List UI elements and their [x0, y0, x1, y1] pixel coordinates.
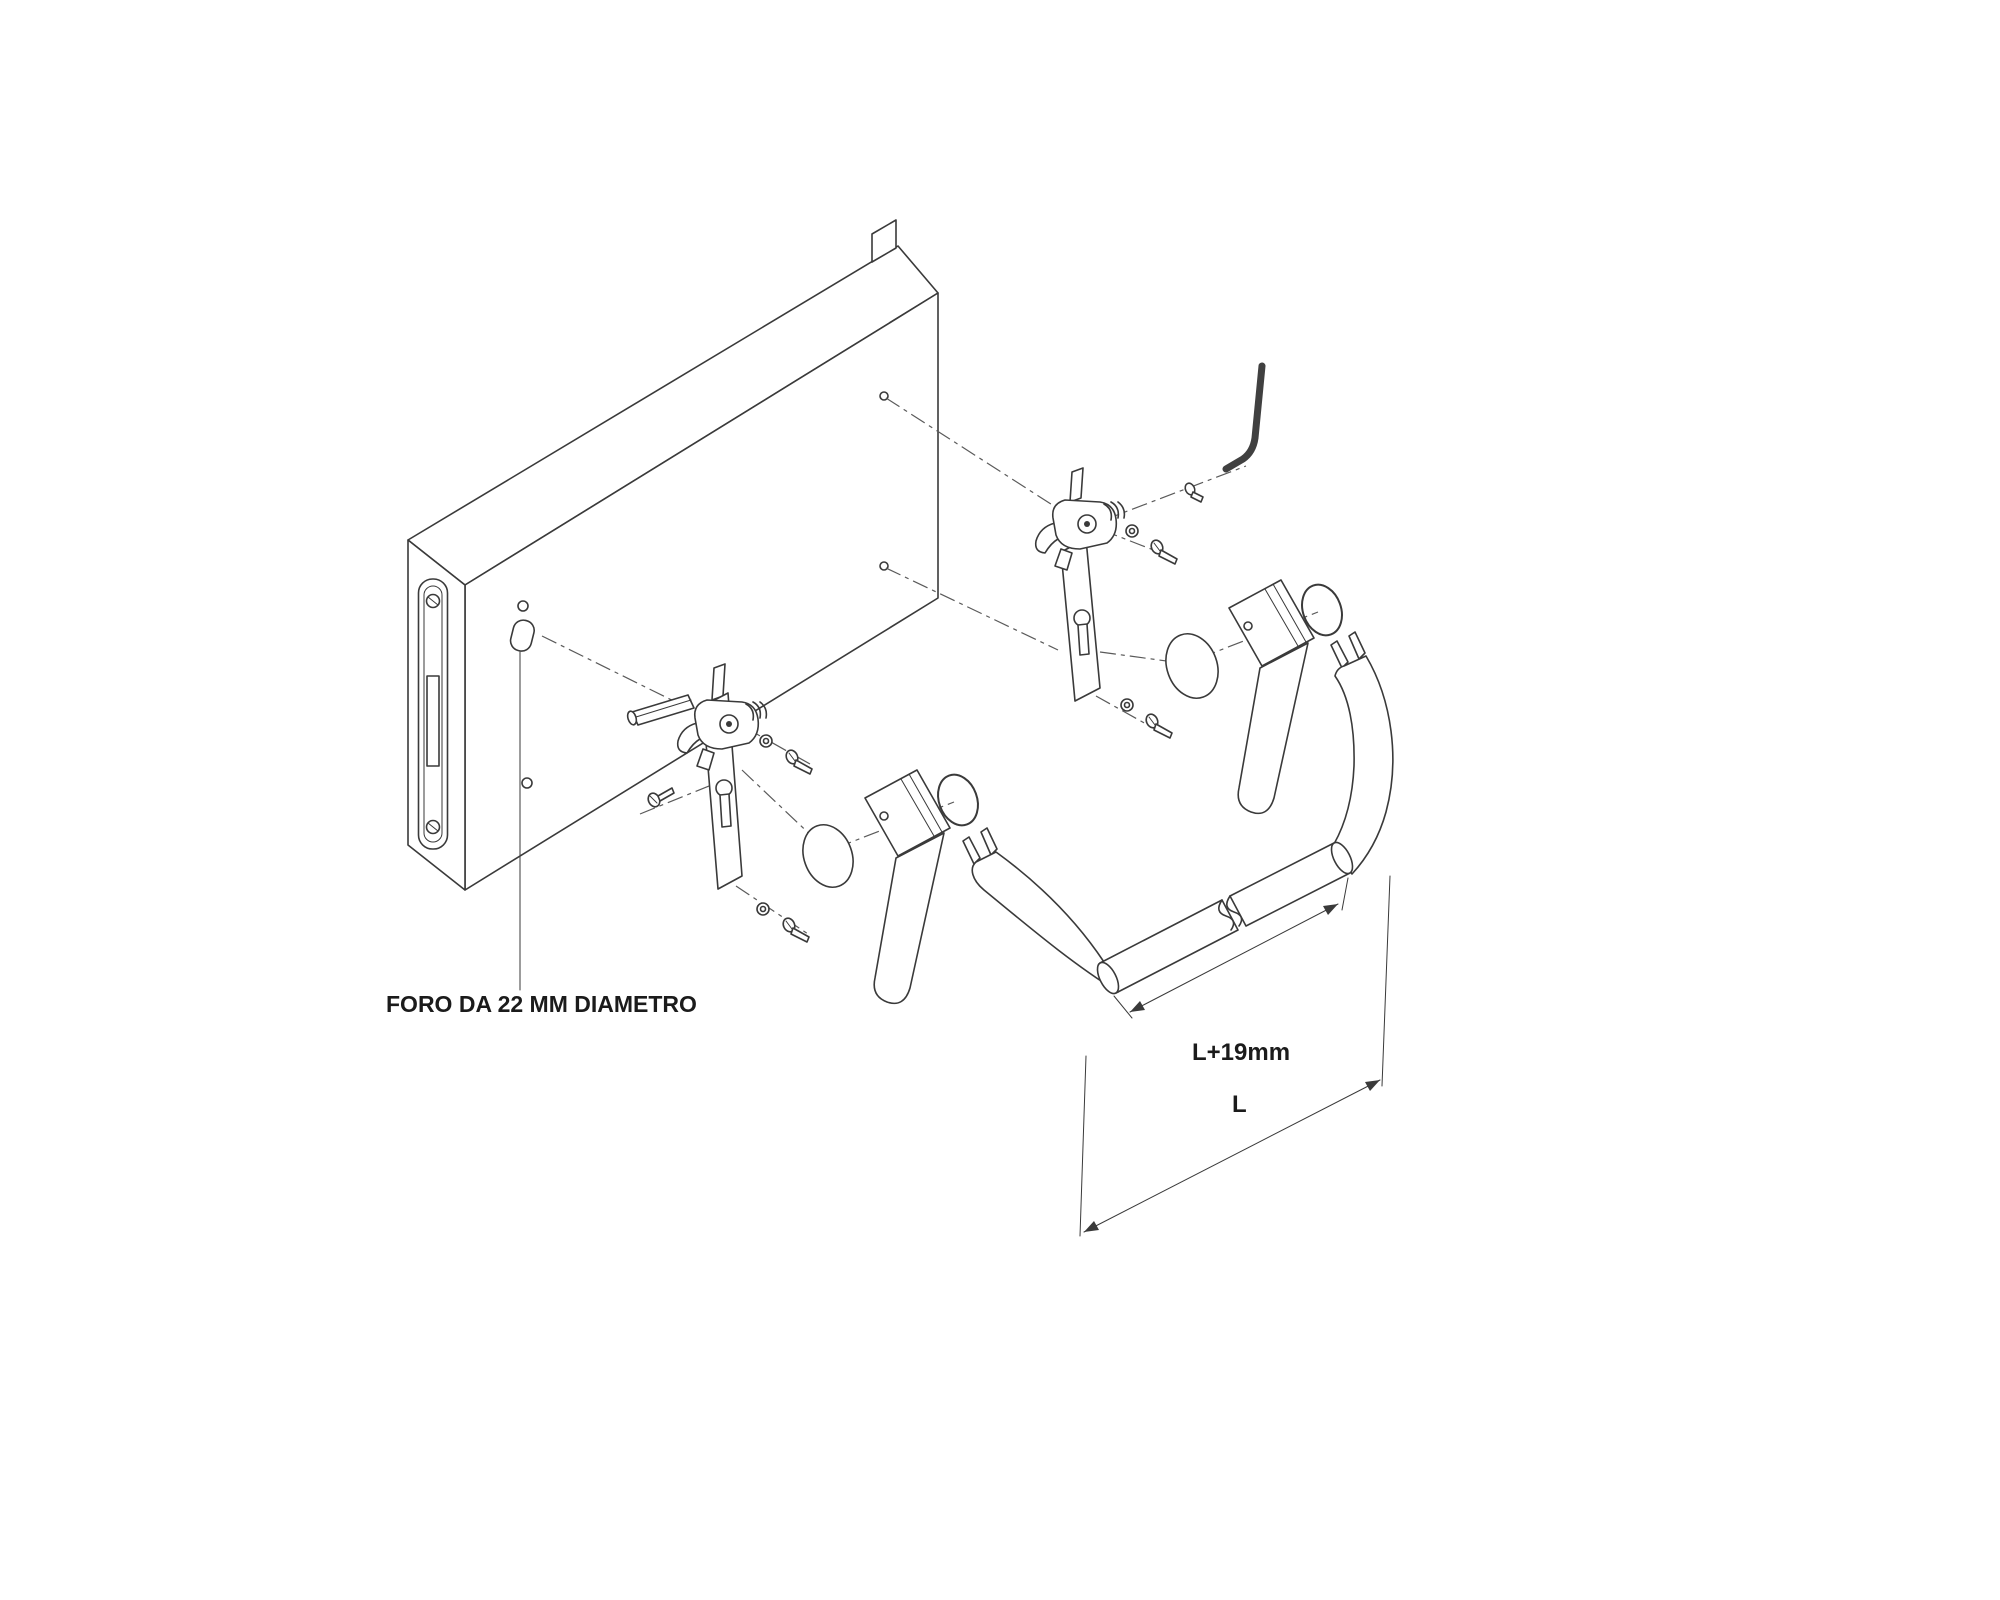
- handle-grip: [873, 832, 945, 1005]
- snap-ring: [937, 773, 979, 827]
- push-bar-assembly: [962, 631, 1394, 995]
- return-spring: [745, 701, 768, 721]
- spacer-pin: [626, 694, 695, 726]
- hole-note-label: FORO DA 22 MM DIAMETRO: [386, 991, 697, 1017]
- latch-tab: [711, 663, 726, 701]
- rear-lever-handle: [1165, 579, 1343, 815]
- allen-key: [1222, 362, 1266, 473]
- cam-lever: [1054, 548, 1073, 571]
- spindle-fork-right: [1330, 640, 1349, 669]
- handle-grip: [1237, 642, 1309, 815]
- mounting-screws-front: [647, 734, 813, 943]
- dimension-inner: L+19mm: [1113, 877, 1349, 1066]
- 22mm-hole: [509, 600, 535, 789]
- mounting-screws-rear: [1120, 524, 1178, 739]
- door-fold-tab: [871, 219, 897, 263]
- snap-ring: [1301, 583, 1343, 637]
- spindle-fork-left: [962, 836, 981, 865]
- front-lever-handle: [802, 769, 979, 1005]
- mortise-faceplate: [417, 578, 449, 850]
- bar-arm-right: [1333, 655, 1394, 875]
- handle-hub: [864, 769, 951, 857]
- latch-hook: [1034, 522, 1059, 554]
- bar-tube-left: [1099, 899, 1239, 994]
- front-lock-mechanism: [676, 663, 768, 890]
- latch-slot: [426, 675, 440, 767]
- handle-rose: [802, 824, 854, 888]
- cam-lever: [696, 748, 715, 771]
- hole-callout: FORO DA 22 MM DIAMETRO: [386, 651, 697, 1017]
- latch-hook: [676, 722, 701, 754]
- rear-lock-mechanism: [1034, 467, 1126, 702]
- tube-break-mark: [1218, 899, 1235, 931]
- latch-tab: [1069, 467, 1084, 503]
- dim-label-inner: L+19mm: [1192, 1039, 1290, 1066]
- return-spring: [1103, 501, 1126, 521]
- handle-hub: [1228, 579, 1315, 667]
- dim-label-outer: L: [1232, 1091, 1247, 1118]
- grub-screw: [1184, 482, 1204, 503]
- dimension-outer: L: [1079, 875, 1391, 1237]
- handle-rose: [1165, 633, 1219, 699]
- bar-arm-left: [971, 851, 1119, 993]
